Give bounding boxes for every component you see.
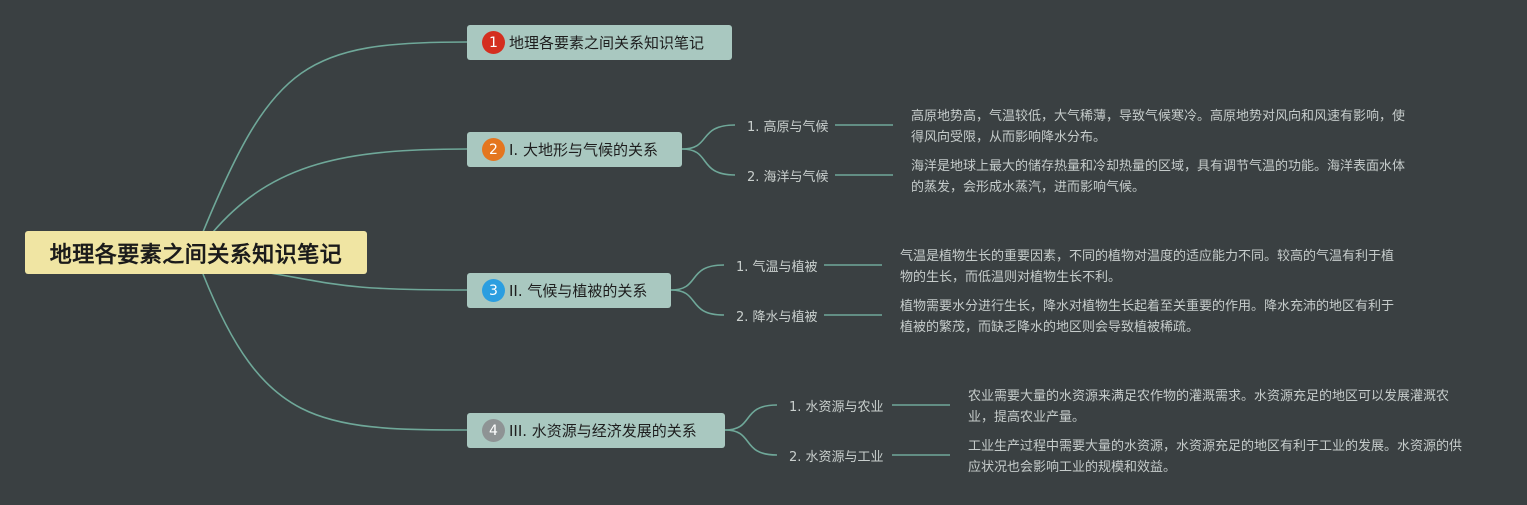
priority-4-badge-icon: 4	[482, 419, 505, 442]
root-node[interactable]: 地理各要素之间关系知识笔记	[25, 231, 367, 274]
priority-1-badge-icon: 1	[482, 31, 505, 54]
connector-branch-3-sub-2	[670, 289, 725, 316]
priority-3-badge-icon: 3	[482, 279, 505, 302]
connector-root-to-branch-4	[202, 273, 468, 431]
connector-branch-4-sub-1	[724, 404, 778, 431]
connector-branch-2-sub-2	[681, 148, 736, 176]
note-text-2-2: 海洋是地球上最大的储存热量和冷却热量的区域，具有调节气温的功能。海洋表面水体的蒸…	[911, 159, 1406, 195]
branch-label: II. 气候与植被的关系	[509, 282, 648, 300]
branch-label: I. 大地形与气候的关系	[509, 141, 658, 159]
branch-label: 地理各要素之间关系知识笔记	[509, 34, 705, 52]
note-text-2-1: 高原地势高，气温较低，大气稀薄，导致气候寒冷。高原地势对风向和风速有影响，使得风…	[911, 109, 1406, 145]
root-title: 地理各要素之间关系知识笔记	[49, 242, 343, 268]
connector-branch-4-sub-2	[724, 429, 778, 456]
priority-2-badge-icon: 2	[482, 138, 505, 161]
connector-root-to-branch-3	[269, 272, 468, 291]
note-text-3-1: 气温是植物生长的重要因素，不同的植物对温度的适应能力不同。较高的气温有利于植物的…	[900, 249, 1395, 285]
note-text-4-2: 工业生产过程中需要大量的水资源，水资源充足的地区有利于工业的发展。水资源的供应状…	[968, 439, 1463, 475]
branch-label: III. 水资源与经济发展的关系	[509, 422, 697, 440]
connector-root-to-branch-1	[202, 41, 468, 233]
subtopic-4-2[interactable]: 2. 水资源与工业	[789, 450, 884, 465]
subtopic-3-1[interactable]: 1. 气温与植被	[736, 260, 818, 275]
connector-branch-3-sub-1	[670, 264, 725, 291]
connector-root-to-branch-2	[212, 148, 468, 233]
note-text-4-1: 农业需要大量的水资源来满足农作物的灌溉需求。水资源充足的地区可以发展灌溉农业，提…	[968, 389, 1450, 425]
connector-branch-2-sub-1	[681, 124, 736, 150]
subtopic-2-1[interactable]: 1. 高原与气候	[747, 120, 829, 135]
subtopic-4-1[interactable]: 1. 水资源与农业	[789, 400, 884, 415]
subtopic-2-2[interactable]: 2. 海洋与气候	[747, 170, 829, 185]
note-text-3-2: 植物需要水分进行生长，降水对植物生长起着至关重要的作用。降水充沛的地区有利于植被…	[900, 299, 1395, 335]
subtopic-3-2[interactable]: 2. 降水与植被	[736, 310, 818, 325]
